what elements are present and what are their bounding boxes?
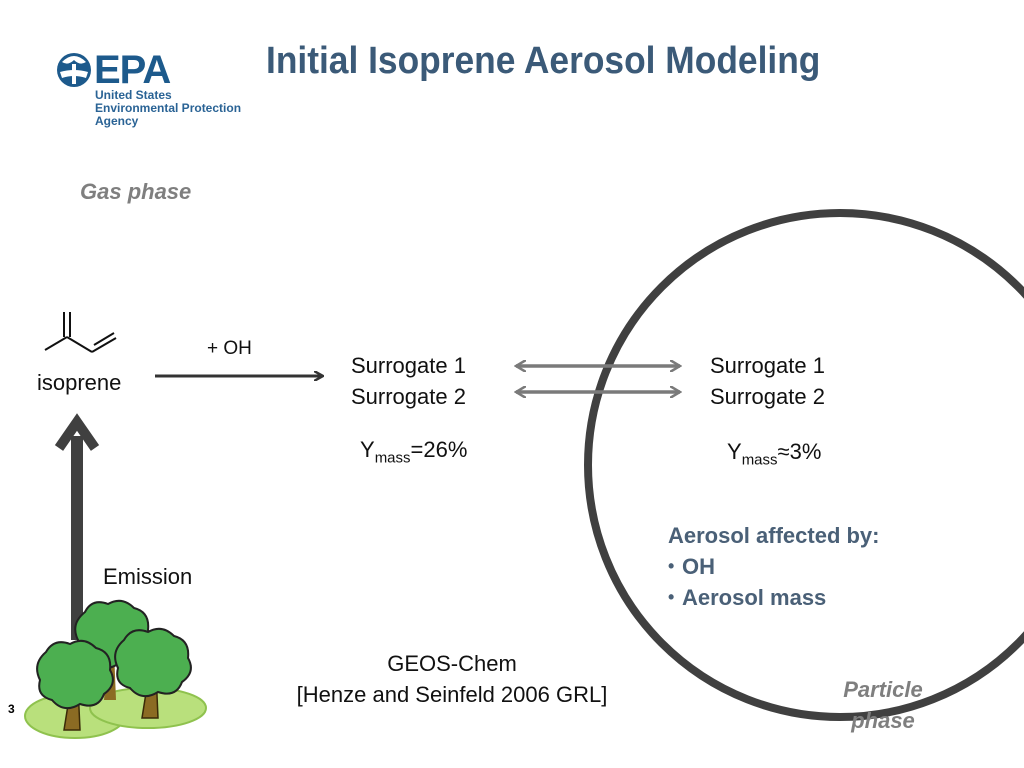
epa-flower-icon xyxy=(57,53,91,87)
citation-model: GEOS-Chem xyxy=(387,651,517,676)
particle-surrogates: Surrogate 1 Surrogate 2 xyxy=(710,350,825,412)
particle-surrogate-1: Surrogate 1 xyxy=(710,353,825,378)
isoprene-label: isoprene xyxy=(37,370,122,395)
epa-agency-name: United States Environmental Protection A… xyxy=(95,88,242,128)
slide-title: Initial Isoprene Aerosol Modeling xyxy=(266,40,821,82)
trees-icon xyxy=(24,599,207,739)
aerosol-factor-item: •Aerosol mass xyxy=(668,585,827,610)
epa-wordmark: EPA xyxy=(94,48,171,92)
aerosol-factors: Aerosol affected by: •OH •Aerosol mass xyxy=(668,520,880,613)
emission-arrow xyxy=(54,413,100,640)
oh-reagent-label: + OH xyxy=(207,338,252,359)
gas-phase-label: Gas phase xyxy=(80,179,192,204)
aerosol-factor-item: •OH xyxy=(668,554,715,579)
particle-phase-circle xyxy=(584,209,1024,721)
particle-surrogate-2: Surrogate 2 xyxy=(710,384,825,409)
isoprene-structure-icon xyxy=(44,312,117,353)
gas-surrogate-1: Surrogate 1 xyxy=(351,353,466,378)
aerosol-factors-heading: Aerosol affected by: xyxy=(668,523,880,548)
gas-yield: Ymass=26% xyxy=(360,437,468,467)
page-number: 3 xyxy=(8,702,15,716)
particle-phase-label: Particle phase xyxy=(843,677,923,733)
emission-label: Emission xyxy=(103,564,193,589)
gas-surrogate-2: Surrogate 2 xyxy=(351,384,466,409)
gas-surrogates: Surrogate 1 Surrogate 2 xyxy=(351,350,466,412)
citation: GEOS-Chem [Henze and Seinfeld 2006 GRL] xyxy=(262,648,642,710)
particle-yield: Ymass≈3% xyxy=(727,439,822,469)
citation-reference: [Henze and Seinfeld 2006 GRL] xyxy=(296,682,608,707)
